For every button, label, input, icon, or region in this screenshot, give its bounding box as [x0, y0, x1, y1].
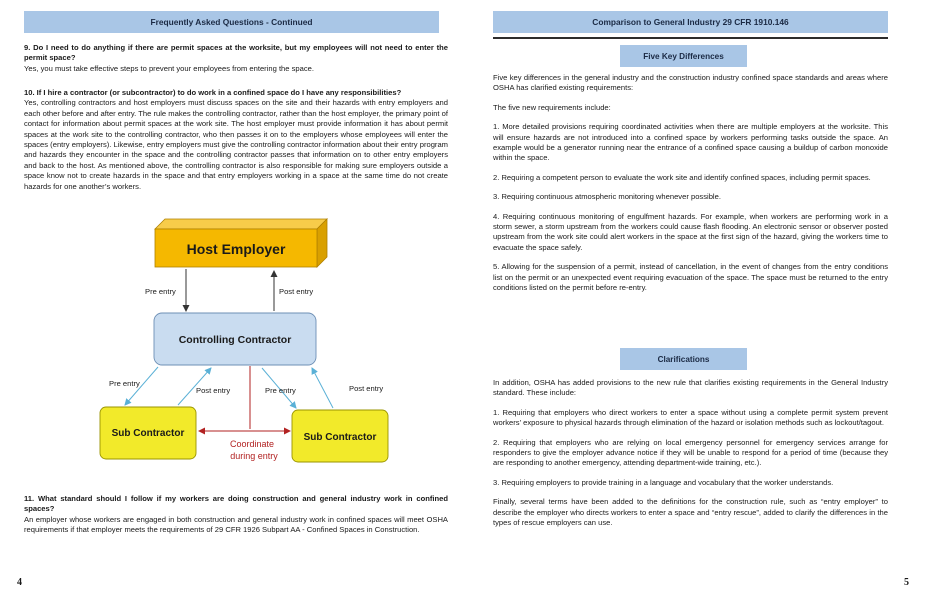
- intro-paragraph: Five key differences in the general indu…: [493, 73, 888, 93]
- clarifications-title: Clarifications: [657, 354, 710, 364]
- right-page: Comparison to General Industry 29 CFR 19…: [464, 0, 928, 600]
- label-post-entry-left: Post entry: [196, 386, 230, 395]
- controlling-contractor-box: Controlling Contractor: [153, 312, 317, 366]
- requirement-3: 3. Requiring continuous atmospheric moni…: [493, 192, 721, 202]
- label-post-entry-top: Post entry: [279, 287, 313, 296]
- clarifications-band: Clarifications: [620, 348, 747, 370]
- sub-contractor-left-label: Sub Contractor: [112, 428, 185, 439]
- faq-a9: Yes, you must take effective steps to pr…: [24, 63, 314, 73]
- requirement-4: 4. Requiring continuous monitoring of en…: [493, 211, 888, 252]
- finally-paragraph: Finally, several terms have been added t…: [493, 497, 888, 528]
- post-entry-arrow-left: [177, 367, 212, 406]
- five-key-title: Five Key Differences: [643, 51, 724, 61]
- right-header-band: Comparison to General Industry 29 CFR 19…: [493, 11, 888, 33]
- faq-q9-block: 9. Do I need to do anything if there are…: [24, 43, 448, 74]
- label-post-entry-right: Post entry: [349, 384, 383, 393]
- clarification-1: 1. Requiring that employers who direct w…: [493, 407, 888, 428]
- label-pre-entry-top: Pre entry: [145, 287, 176, 296]
- page-number-left: 4: [17, 577, 22, 588]
- coordinate-label-line2: during entry: [230, 451, 278, 461]
- sub-contractor-right-label: Sub Contractor: [304, 432, 377, 443]
- five-key-band: Five Key Differences: [620, 45, 747, 67]
- pre-entry-arrow-left: [124, 366, 159, 406]
- faq-q10-block: 10. If I hire a contractor (or subcontra…: [24, 88, 448, 192]
- five-new-heading: The five new requirements include:: [493, 102, 611, 112]
- clarifications-intro: In addition, OSHA has added provisions t…: [493, 378, 888, 398]
- left-header-title: Frequently Asked Questions - Continued: [150, 17, 313, 27]
- controlling-contractor-label: Controlling Contractor: [179, 334, 292, 346]
- faq-q11: 11. What standard should I follow if my …: [24, 494, 448, 514]
- left-header-band: Frequently Asked Questions - Continued: [24, 11, 439, 33]
- faq-q10: 10. If I hire a contractor (or subcontra…: [24, 88, 402, 97]
- clarification-2: 2. Requiring that employers who are rely…: [493, 437, 888, 468]
- right-header-title: Comparison to General Industry 29 CFR 19…: [592, 17, 789, 27]
- host-employer-box: Host Employer: [154, 218, 328, 268]
- page-number-right: 5: [904, 577, 909, 588]
- label-pre-entry-left: Pre entry: [109, 379, 140, 388]
- responsibility-diagram: Host Employer Pre entry Post entry Contr…: [99, 218, 389, 463]
- label-pre-entry-right: Pre entry: [265, 386, 296, 395]
- faq-q9: 9. Do I need to do anything if there are…: [24, 43, 448, 63]
- faq-a11: An employer whose workers are engaged in…: [24, 514, 448, 535]
- requirement-5: 5. Allowing for the suspension of a perm…: [493, 262, 888, 293]
- sub-contractor-left-box: Sub Contractor: [99, 406, 197, 460]
- requirement-2: 2. Requiring a competent person to evalu…: [493, 172, 871, 182]
- requirement-1: 1. More detailed provisions requiring co…: [493, 122, 888, 163]
- header-divider: [493, 37, 888, 39]
- clarification-3: 3. Requiring employers to provide traini…: [493, 477, 834, 487]
- post-entry-arrow-right: [311, 367, 334, 409]
- clarifications-content: In addition, OSHA has added provisions t…: [493, 378, 888, 528]
- left-page: Frequently Asked Questions - Continued 9…: [17, 11, 448, 588]
- pre-entry-arrow-right: [261, 367, 297, 409]
- five-key-content: Five key differences in the general indu…: [493, 73, 888, 294]
- sub-contractor-right-box: Sub Contractor: [291, 409, 389, 463]
- faq-a10: Yes, controlling contractors and host em…: [24, 98, 448, 191]
- host-employer-label: Host Employer: [187, 241, 286, 257]
- coordinate-label-line1: Coordinate: [230, 439, 274, 449]
- faq-q11-block: 11. What standard should I follow if my …: [24, 494, 448, 536]
